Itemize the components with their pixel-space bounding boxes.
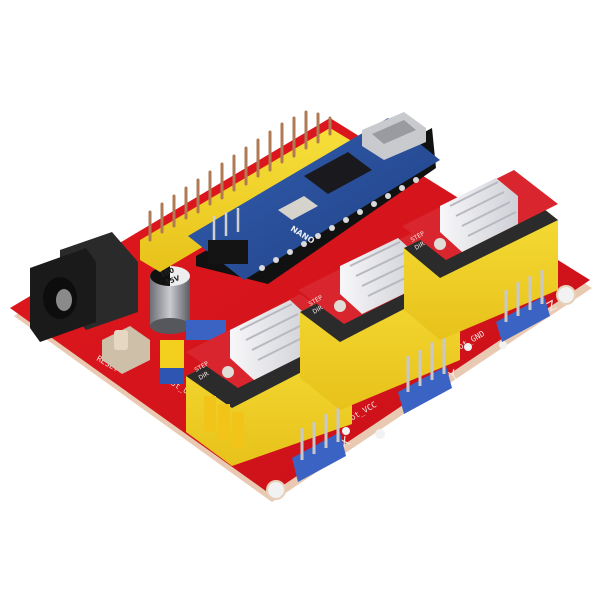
driver-dir-label: DIR [312,304,325,315]
mounting-hole [266,480,286,500]
icsp-header [208,208,248,264]
nano-pin-pads [259,177,419,271]
electrolytic-capacitor: 100 35V [150,266,190,334]
header-pins [148,110,332,242]
dc-power-jack [30,232,138,342]
mounting-hole [375,429,385,439]
mounting-hole [499,341,507,349]
motor-header-y [398,336,452,414]
motor-header-z [496,270,550,342]
potentiometer [434,238,446,250]
potentiometer [334,300,346,312]
mounting-hole [342,427,350,435]
arduino-nano: NANO [188,112,440,284]
heatsink [340,238,420,314]
potentiometer [222,366,234,378]
driver-dir-label: DIR [198,370,211,381]
mounting-hole [464,343,472,351]
blue-pin-header [186,320,226,340]
nano-reset-button [278,196,318,220]
jumper-yellow [160,340,184,384]
motor-header-x [292,406,346,482]
microcontroller-chip [304,152,372,194]
heatsink [440,178,518,252]
mounting-hole [556,285,576,305]
reset-button [102,326,150,374]
driver-dir-label: DIR [414,240,427,251]
